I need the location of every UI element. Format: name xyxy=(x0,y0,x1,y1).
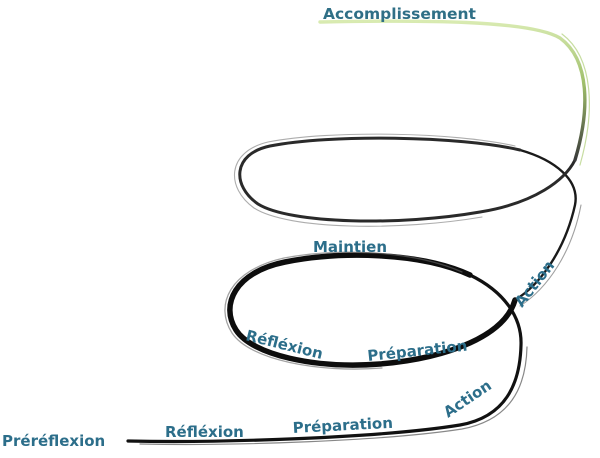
spiral-rise-strand-2 xyxy=(519,204,582,307)
spiral-middle-loop-shadow xyxy=(224,251,463,370)
spiral-upper-loop-shadow xyxy=(233,133,516,227)
label-preparation-lower: Préparation xyxy=(292,414,393,437)
spiral-rise-strand xyxy=(513,148,577,302)
spiral-top-strand xyxy=(318,19,587,162)
spiral-base-strand xyxy=(126,273,523,444)
label-accomplissement: Accomplissement xyxy=(323,5,477,23)
spiral-upper-loop xyxy=(238,136,577,223)
label-reflexion-lower: Réfléxion xyxy=(165,423,244,441)
spiral-middle-loop xyxy=(227,252,518,368)
spiral-base-strand-shadow xyxy=(139,346,528,446)
label-action-upper: Action xyxy=(511,257,558,310)
label-prereflexion: Préréflexion xyxy=(2,432,105,450)
spiral-top-strand-shadow xyxy=(561,33,590,166)
label-maintien: Maintien xyxy=(313,238,387,256)
